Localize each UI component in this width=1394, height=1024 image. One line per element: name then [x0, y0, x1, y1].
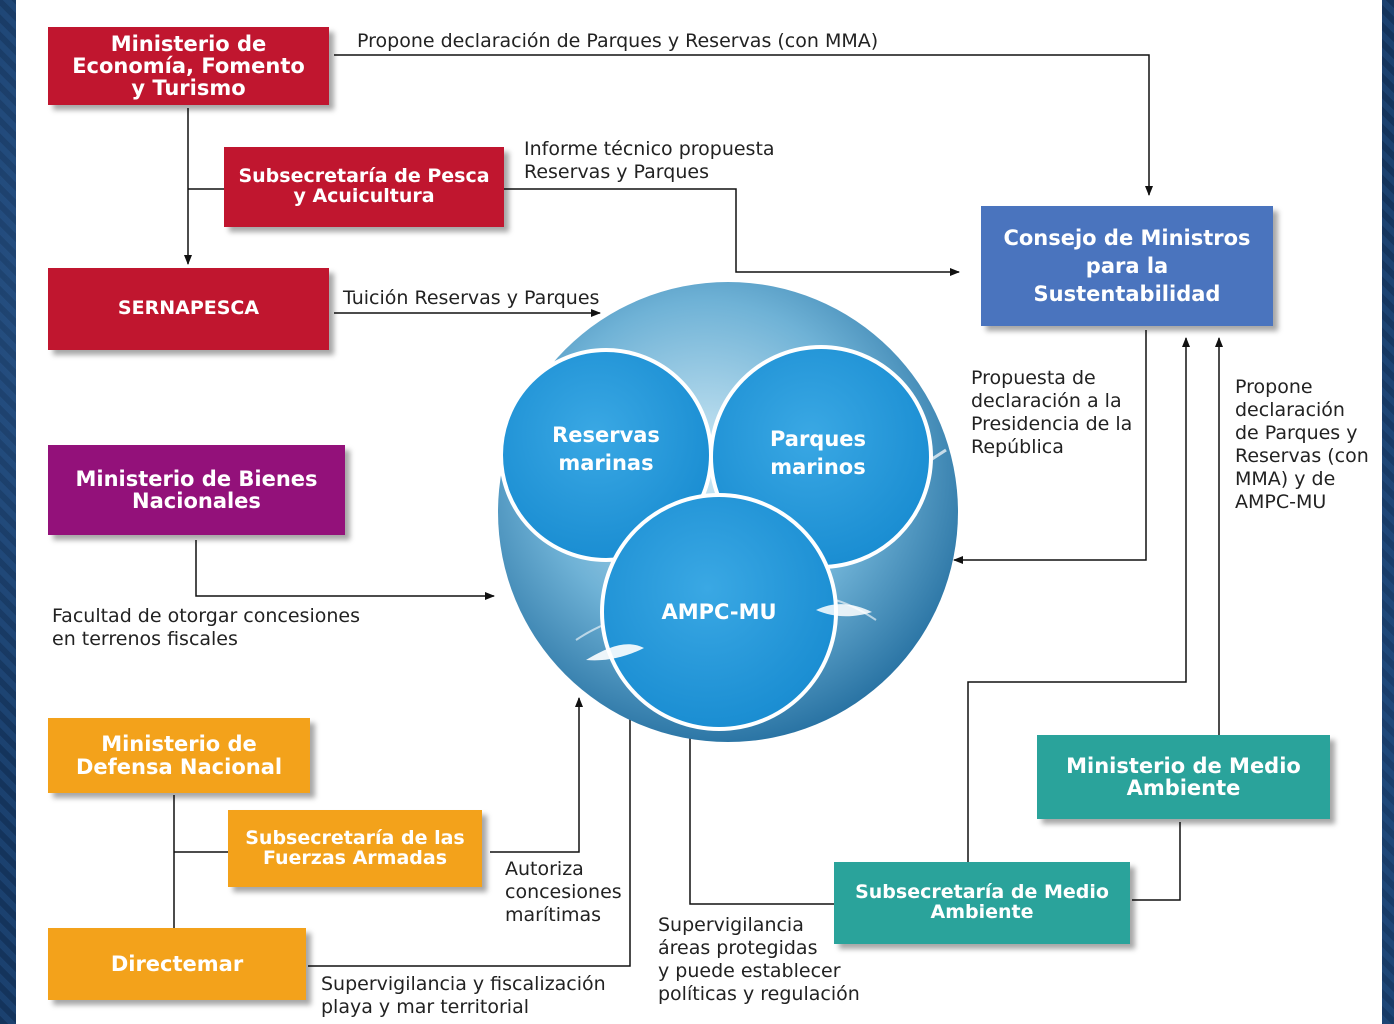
subsecretaria-ffaa-label: Subsecretaría de las Fuerzas Armadas	[245, 826, 465, 869]
sernapesca-label: SERNAPESCA	[117, 297, 260, 320]
ministerio-defensa-box: Ministerio de Defensa Nacional	[48, 718, 310, 793]
consejo-ministros-label: Consejo de Ministros para la Sustentabil…	[1003, 226, 1251, 306]
label-tuicion: Tuición Reservas y Parques	[343, 287, 600, 309]
directemar-label: Directemar	[110, 951, 244, 976]
subsecretaria-ffaa-box: Subsecretaría de las Fuerzas Armadas	[228, 810, 482, 887]
label-facultad: Facultad de otorgar concesiones en terre…	[52, 605, 360, 650]
label-autoriza: Autoriza concesiones marítimas	[505, 858, 622, 926]
reservas-marinas-label: Reservas marinas	[552, 423, 660, 475]
subsecretaria-medio-ambiente-box: Subsecretaría de Medio Ambiente	[834, 862, 1130, 944]
ministerio-medio-ambiente-label: Ministerio de Medio Ambiente	[1066, 753, 1301, 800]
label-propuesta-presidencia: Propuesta de declaración a la Presidenci…	[971, 367, 1133, 458]
subsecretaria-medio-ambiente-label: Subsecretaría de Medio Ambiente	[855, 881, 1109, 923]
ministerio-bienes-label: Ministerio de Bienes Nacionales	[75, 466, 318, 513]
connector-lines	[173, 54, 1223, 967]
subsecretaria-pesca-label: Subsecretaría de Pesca y Acuicultura	[238, 165, 490, 207]
diagram-panel: Ministerio de Economía, Fomento y Turism…	[16, 0, 1382, 1024]
consejo-ministros-box: Consejo de Ministros para la Sustentabil…	[981, 206, 1273, 326]
directemar-box: Directemar	[48, 928, 306, 1000]
label-informe-tecnico: Informe técnico propuesta Reservas y Par…	[524, 138, 775, 183]
ministerio-economia-label: Ministerio de Economía, Fomento y Turism…	[72, 31, 305, 101]
ministerio-bienes-box: Ministerio de Bienes Nacionales	[48, 445, 345, 535]
ministerio-economia-box: Ministerio de Economía, Fomento y Turism…	[48, 27, 329, 105]
ampc-mu-label: AMPC-MU	[661, 600, 777, 624]
label-supervigilancia-areas: Supervigilancia áreas protegidas y puede…	[658, 914, 860, 1005]
ministerio-medio-ambiente-box: Ministerio de Medio Ambiente	[1037, 735, 1330, 819]
sernapesca-box: SERNAPESCA	[48, 268, 329, 350]
ocean-sphere	[498, 282, 958, 742]
label-propone-right: Propone declaración de Parques y Reserva…	[1235, 376, 1369, 513]
label-propone-top: Propone declaración de Parques y Reserva…	[357, 30, 879, 52]
label-supervigilancia-playa: Supervigilancia y fiscalización playa y …	[321, 973, 606, 1018]
subsecretaria-pesca-box: Subsecretaría de Pesca y Acuicultura	[224, 147, 504, 227]
parques-marinos-label: Parques marinos	[769, 427, 867, 479]
ministerio-defensa-label: Ministerio de Defensa Nacional	[75, 732, 283, 779]
